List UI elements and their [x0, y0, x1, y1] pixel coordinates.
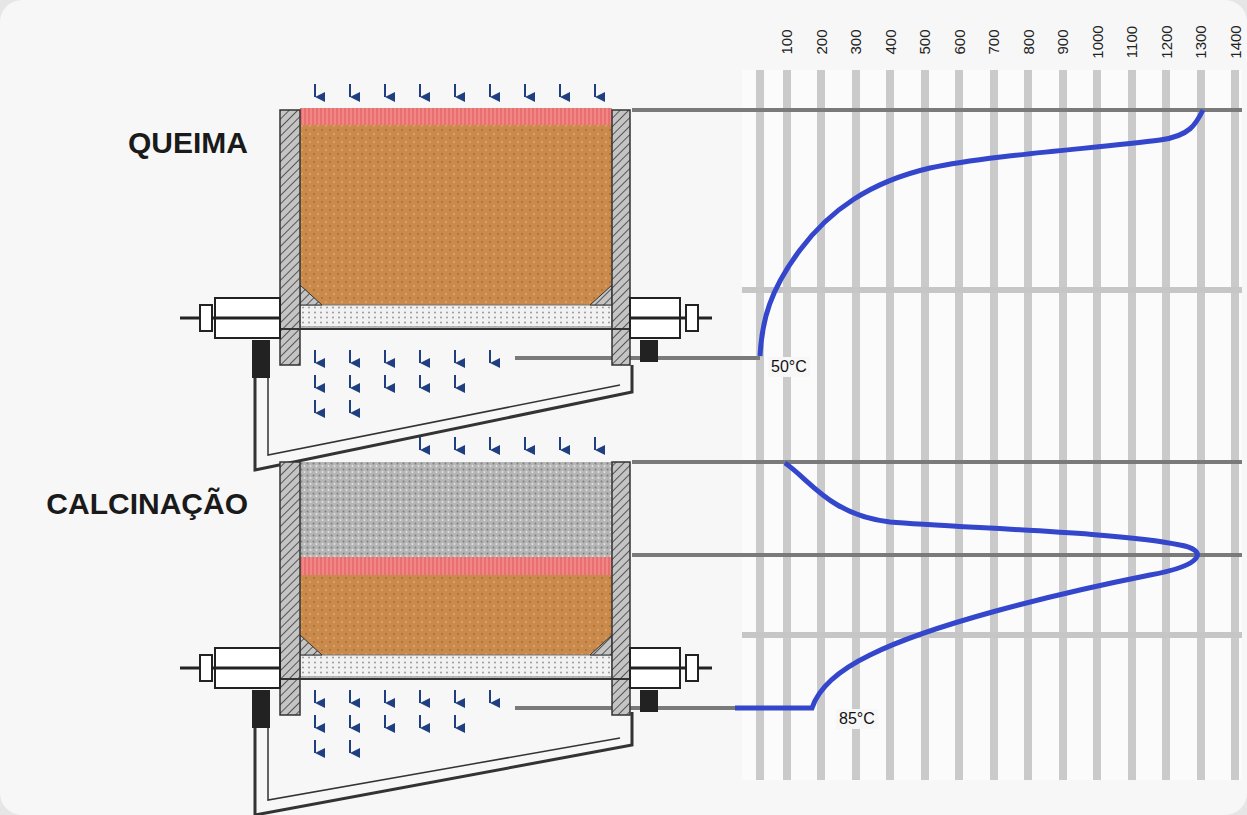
axis-tick-label: 1400	[1227, 25, 1244, 58]
axis-tick-label: 300	[848, 29, 865, 54]
axis-tick-label: 700	[986, 29, 1003, 54]
axis-tick-label: 900	[1055, 29, 1072, 54]
axis-tick-label: 500	[917, 29, 934, 54]
temperature-label: 50°C	[768, 357, 810, 377]
axis-tick-label: 1000	[1089, 25, 1106, 58]
axis-tick-label: 400	[882, 29, 899, 54]
axis-tick-label: 200	[813, 29, 830, 54]
axis-tick-label: 1200	[1158, 25, 1175, 58]
axis-tick-label: 1300	[1193, 25, 1210, 58]
axis-tick-label: 100	[779, 29, 796, 54]
axis-tick-label: 800	[1020, 29, 1037, 54]
axis-tick-label: 600	[951, 29, 968, 54]
axis-tick-label: 1100	[1124, 26, 1141, 58]
stage-title: QUEIMA	[128, 126, 248, 159]
stage-title: CALCINAÇÃO	[46, 487, 248, 520]
temperature-label: 85°C	[836, 709, 878, 729]
